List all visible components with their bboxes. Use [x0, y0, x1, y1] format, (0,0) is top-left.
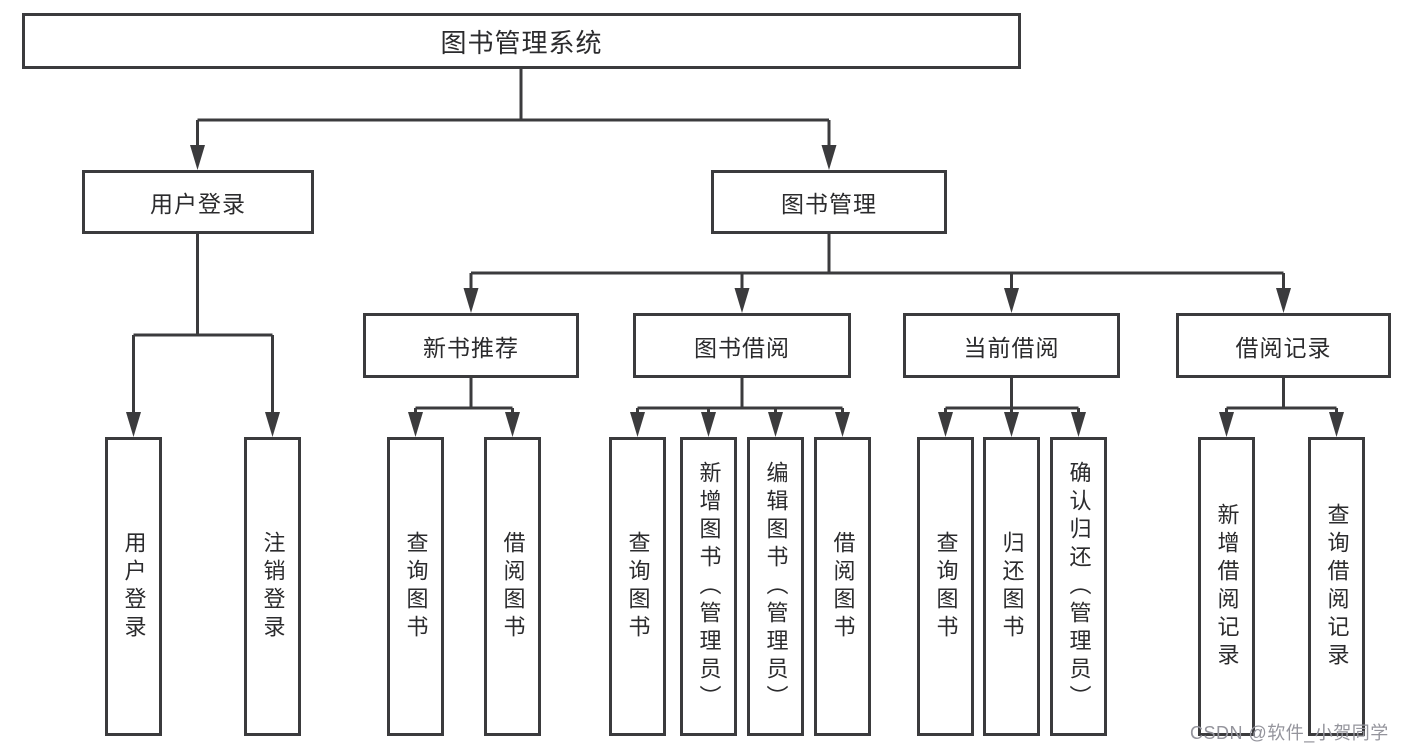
leaf-borrow-books: 借阅图书 — [484, 437, 541, 736]
node-library-management-system: 图书管理系统 — [22, 13, 1021, 69]
leaf-label: 借阅图书 — [830, 530, 856, 643]
leaf-query-borrow-record: 查询借阅记录 — [1308, 437, 1365, 736]
leaf-label: 查询借阅记录 — [1324, 502, 1350, 671]
leaf-label: 确认归还（管理员） — [1066, 460, 1092, 713]
leaf-label: 归还图书 — [999, 530, 1025, 643]
leaf-label: 注销登录 — [260, 530, 286, 643]
csdn-watermark: CSDN @软件_小贺同学 — [1190, 723, 1389, 743]
leaf-label: 编辑图书（管理员） — [763, 460, 789, 713]
leaf-add-borrow-record: 新增借阅记录 — [1198, 437, 1255, 736]
node-book-borrowing: 图书借阅 — [633, 313, 851, 378]
leaf-confirm-return-admin: 确认归还（管理员） — [1050, 437, 1107, 736]
leaf-borrow-books: 借阅图书 — [814, 437, 871, 736]
leaf-add-book-admin: 新增图书（管理员） — [680, 437, 737, 736]
node-new-book-recommendation: 新书推荐 — [363, 313, 579, 378]
leaf-label: 查询图书 — [625, 530, 651, 643]
leaf-query-books: 查询图书 — [387, 437, 444, 736]
leaf-label: 新增借阅记录 — [1214, 502, 1240, 671]
leaf-label: 借阅图书 — [500, 530, 526, 643]
node-book-management: 图书管理 — [711, 170, 947, 234]
leaf-label: 用户登录 — [121, 530, 147, 643]
leaf-label: 查询图书 — [403, 530, 429, 643]
leaf-user-login: 用户登录 — [105, 437, 162, 736]
node-borrowing-records: 借阅记录 — [1176, 313, 1391, 378]
leaf-query-books: 查询图书 — [917, 437, 974, 736]
leaf-logout-login: 注销登录 — [244, 437, 301, 736]
arrowheads — [126, 145, 1344, 437]
leaf-return-books: 归还图书 — [983, 437, 1040, 736]
node-user-login: 用户登录 — [82, 170, 314, 234]
node-current-borrowing: 当前借阅 — [903, 313, 1120, 378]
leaf-edit-book-admin: 编辑图书（管理员） — [747, 437, 804, 736]
leaf-label: 查询图书 — [933, 530, 959, 643]
leaf-query-books: 查询图书 — [609, 437, 666, 736]
leaf-label: 新增图书（管理员） — [696, 460, 722, 713]
